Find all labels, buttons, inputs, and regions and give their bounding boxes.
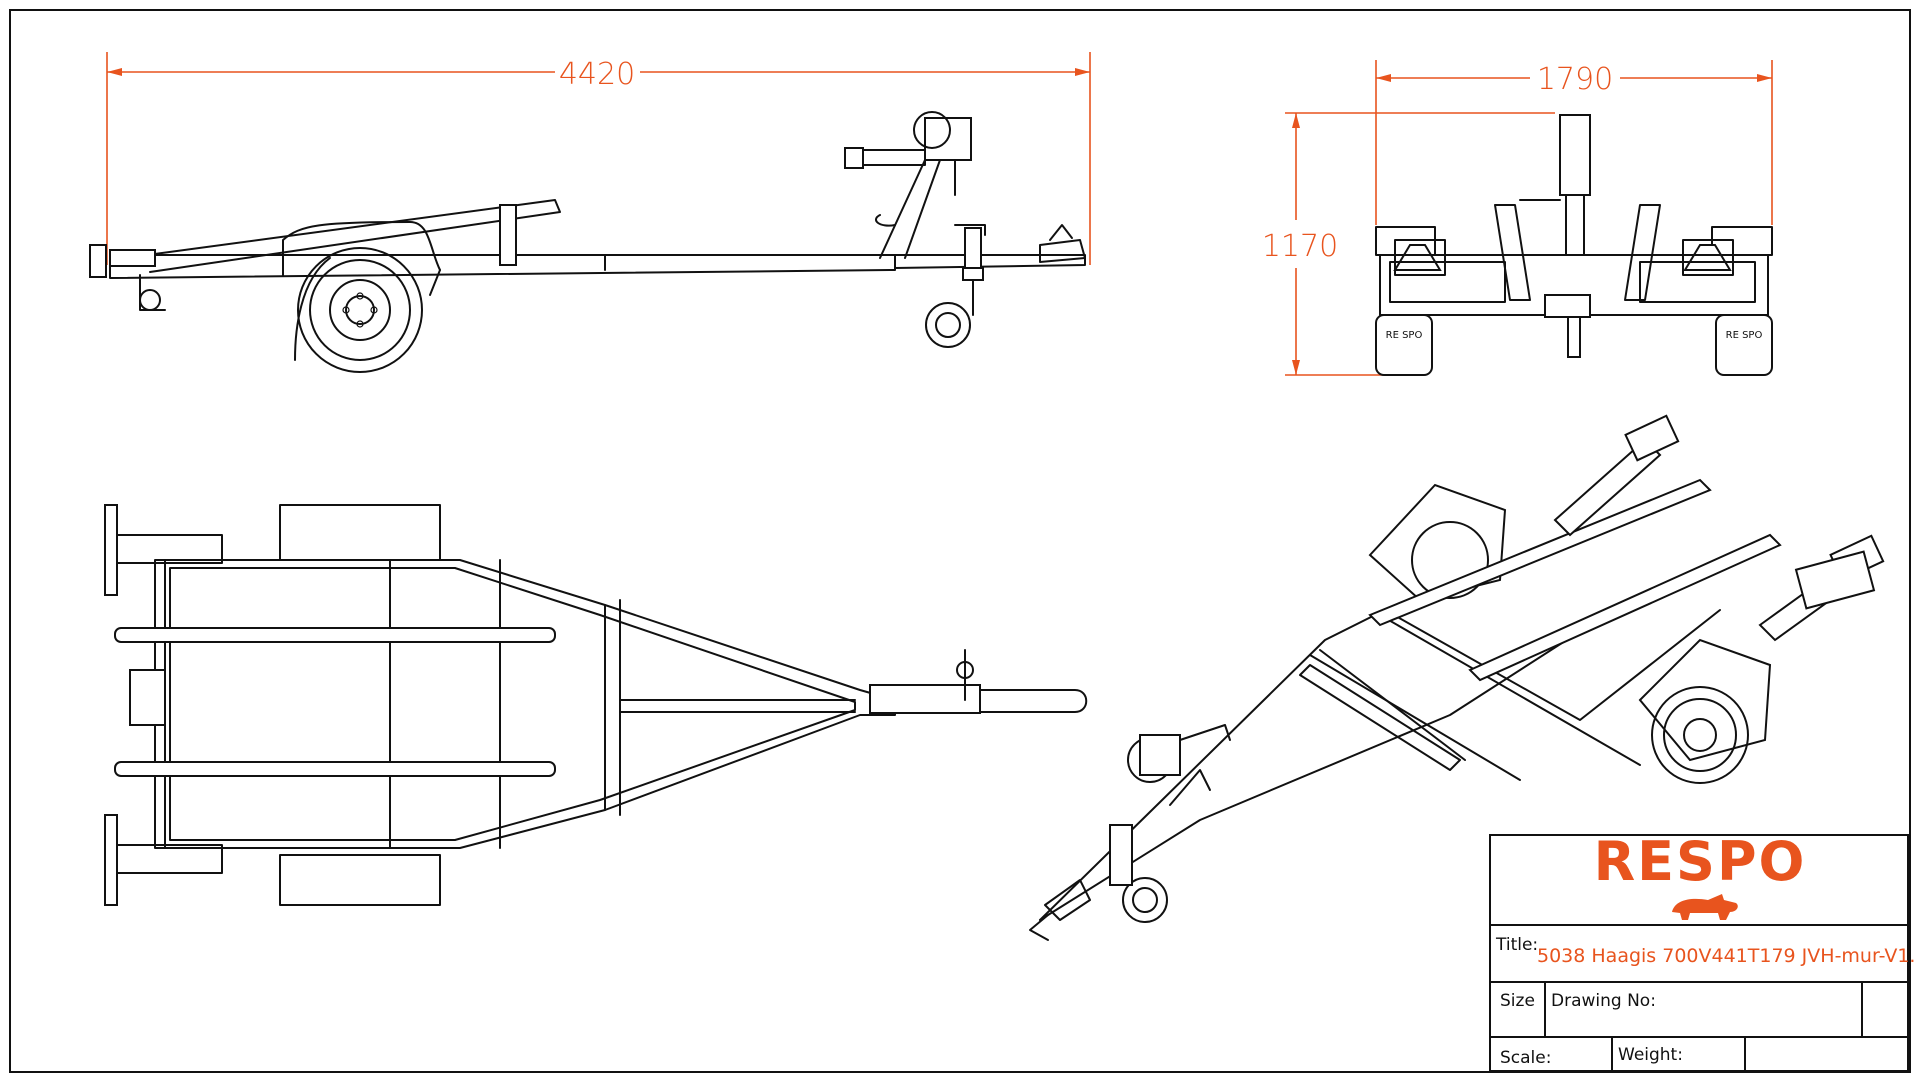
side-view: 4420 <box>89 52 1091 373</box>
size-label: Size <box>1500 991 1535 1011</box>
front-view: 1790 1170 RE SPO RE SPO <box>1262 60 1773 376</box>
fender-marking-right: RE SPO <box>1726 330 1763 341</box>
dimension-width-label: 1790 <box>1537 62 1613 97</box>
title-label: Title: <box>1495 935 1538 955</box>
rhino-logo-icon <box>1672 894 1738 920</box>
respo-logo-text: RESPO <box>1594 830 1807 893</box>
dimension-length-label: 4420 <box>559 57 635 92</box>
sheet-border <box>9 9 1911 1073</box>
dimension-height: 1170 <box>1262 112 1555 376</box>
dimension-length: 4420 <box>106 52 1091 265</box>
scale-label: Scale: <box>1500 1048 1551 1068</box>
top-view <box>104 504 1088 906</box>
drawing-no-label: Drawing No: <box>1551 991 1656 1011</box>
title-block: RESPO Title: 5038 Haagis 700V441T179 JVH… <box>1489 830 1915 1072</box>
weight-label: Weight: <box>1618 1045 1683 1065</box>
dimension-width: 1790 <box>1375 60 1773 225</box>
dimension-height-label: 1170 <box>1262 229 1338 264</box>
perspective-view <box>1029 414 1885 941</box>
title-value: 5038 Haagis 700V441T179 JVH-mur-V1. <box>1537 945 1915 967</box>
fender-marking-left: RE SPO <box>1386 330 1423 341</box>
